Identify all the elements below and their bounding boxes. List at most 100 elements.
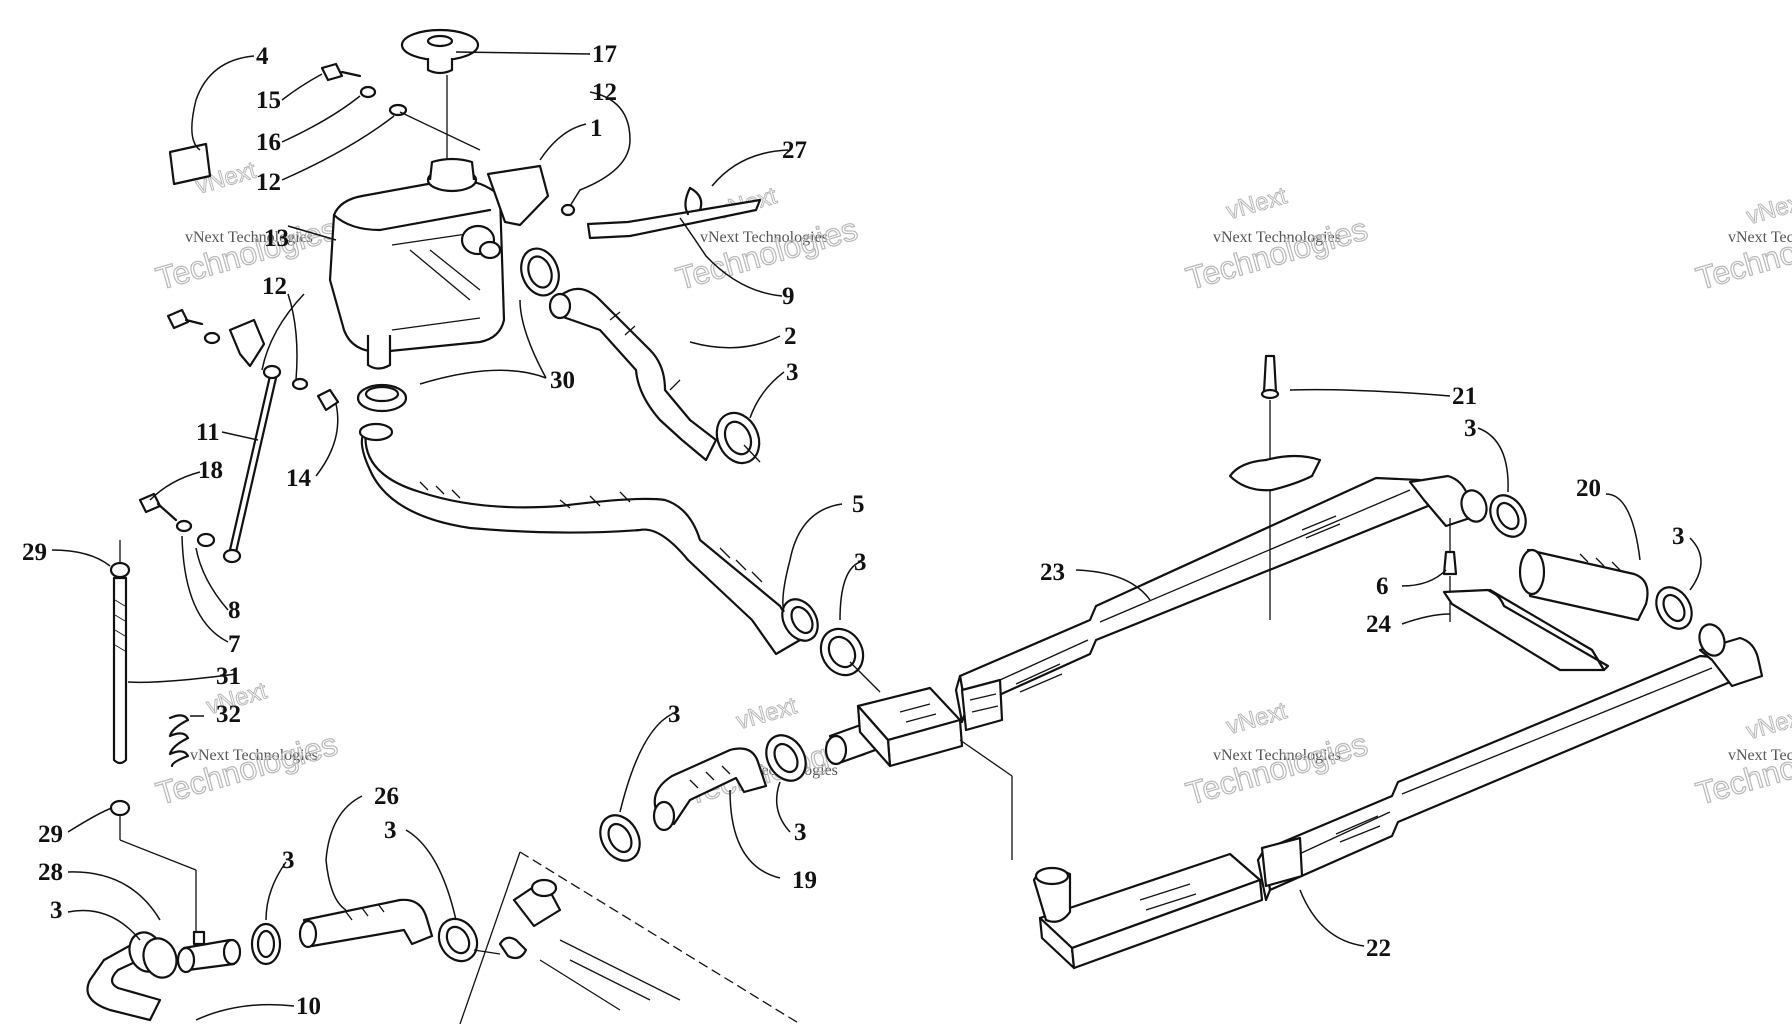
bolt-part (138, 492, 216, 548)
hose-clamp-part (819, 627, 865, 677)
crossover-hose-part (1518, 548, 1649, 622)
callout-3: 3 (384, 817, 397, 844)
heat-exchanger-upper-part (954, 474, 1488, 732)
engine-cover-outline (459, 851, 801, 1024)
callout-12: 12 (592, 79, 617, 106)
heat-exchanger-front-part (1032, 852, 1264, 970)
coolant-hose-part (548, 287, 718, 462)
callout-5: 5 (852, 491, 865, 518)
callout-27: 27 (782, 137, 807, 164)
watermark-line2: vNext Technologies (1213, 747, 1341, 764)
callout-10: 10 (296, 993, 321, 1020)
radiator-cap-part (400, 28, 480, 160)
callout-16: 16 (256, 129, 281, 156)
callout-29: 29 (22, 539, 47, 566)
callout-19: 19 (792, 867, 817, 894)
hose-clamp-part (599, 814, 641, 862)
mounting-rod-part (560, 186, 762, 240)
callout-8: 8 (228, 597, 241, 624)
watermark-line1: vNext (1223, 697, 1290, 740)
callout-28: 28 (38, 859, 63, 886)
hose-clamp-part (765, 734, 807, 782)
watermark-line1: vNext (1223, 182, 1290, 225)
callout-17: 17 (592, 41, 617, 68)
callout-32: 32 (216, 701, 241, 728)
leader-lines (51, 51, 1702, 1021)
callout-14: 14 (286, 465, 312, 492)
decal-part (168, 142, 212, 186)
callout-9: 9 (782, 283, 795, 310)
callout-13: 13 (264, 225, 289, 252)
hose-clamp-part (1489, 494, 1527, 538)
watermark-line2: vNext Technologies (1728, 747, 1792, 764)
callout-3: 3 (668, 701, 681, 728)
callout-4: 4 (256, 43, 269, 70)
watermark-line2: vNext Technologies (190, 747, 318, 764)
hose-clamp-part (437, 917, 479, 963)
callout-22: 22 (1366, 935, 1391, 962)
watermark-line2: vNext Technologies (185, 229, 313, 246)
rivet-part (1260, 354, 1280, 620)
watermark-line1: vNext (1743, 702, 1792, 745)
vent-hose-part (109, 540, 197, 932)
watermark-line2: vNext Technologies (1728, 229, 1792, 246)
watermark-line3: Technologies (1692, 211, 1792, 297)
callout-31: 31 (216, 663, 241, 690)
hose-clamp-part (142, 937, 178, 979)
hose-clamp-part (356, 383, 408, 413)
callout-24: 24 (1366, 611, 1392, 638)
callout-3: 3 (794, 819, 807, 846)
callout-2: 2 (784, 323, 797, 350)
cap-screw-part (320, 62, 362, 82)
washer-part (359, 85, 377, 99)
hose-clamp-part (520, 247, 560, 297)
callout-23: 23 (1040, 559, 1065, 586)
watermark-line3: Technologies (152, 211, 341, 297)
long-coolant-hose-part (358, 422, 819, 656)
mounting-bracket-part (1442, 588, 1610, 672)
callout-6: 6 (1376, 573, 1389, 600)
bolt-part (166, 308, 340, 412)
watermark-line1: vNext (733, 692, 800, 735)
callout-3: 3 (1672, 523, 1685, 550)
callout-26: 26 (374, 783, 399, 810)
callout-3: 3 (1464, 415, 1477, 442)
callout-11: 11 (196, 419, 220, 446)
watermark-line3: Technologies (1182, 726, 1371, 812)
watermark-line2: vNext Technologies (700, 229, 828, 246)
callout-1: 1 (590, 115, 603, 142)
callout-12: 12 (256, 169, 281, 196)
tee-fitting-part (176, 930, 242, 974)
callout-18: 18 (198, 457, 223, 484)
heat-exchanger-lower-part (1256, 623, 1764, 902)
callout-3: 3 (854, 549, 867, 576)
watermark-line2: vNext Technologies (1213, 229, 1341, 246)
callout-3: 3 (282, 847, 295, 874)
callout-3: 3 (50, 897, 63, 924)
coolant-bottle-part (328, 157, 550, 370)
watermark-line3: Technologies (1182, 211, 1371, 297)
engine-fitting-part (498, 878, 562, 960)
support-rod-part (222, 364, 282, 564)
callout-29: 29 (38, 821, 63, 848)
callout-3: 3 (786, 359, 799, 386)
callout-20: 20 (1576, 475, 1601, 502)
callout-30: 30 (550, 367, 575, 394)
hose-clamp-part (1655, 586, 1693, 630)
watermark-line3: Technologies (1692, 726, 1792, 812)
watermark-line3: Technologies (152, 726, 341, 812)
watermark-line1: vNext (1743, 187, 1792, 230)
heat-exchanger-connector-part (856, 686, 964, 768)
short-hose-part (298, 898, 434, 949)
callout-15: 15 (256, 87, 281, 114)
elbow-hose-part (652, 747, 768, 832)
patch-part (1228, 454, 1322, 492)
callout-21: 21 (1452, 383, 1477, 410)
callout-labels: 4 15 16 12 17 12 1 27 13 12 9 2 3 30 11 … (22, 41, 1685, 1020)
watermark-line3: Technologies (672, 211, 861, 297)
hose-clamp-part (250, 922, 282, 966)
callout-7: 7 (228, 631, 241, 658)
hose-clamp-part (715, 411, 761, 465)
spring-part (168, 714, 190, 768)
